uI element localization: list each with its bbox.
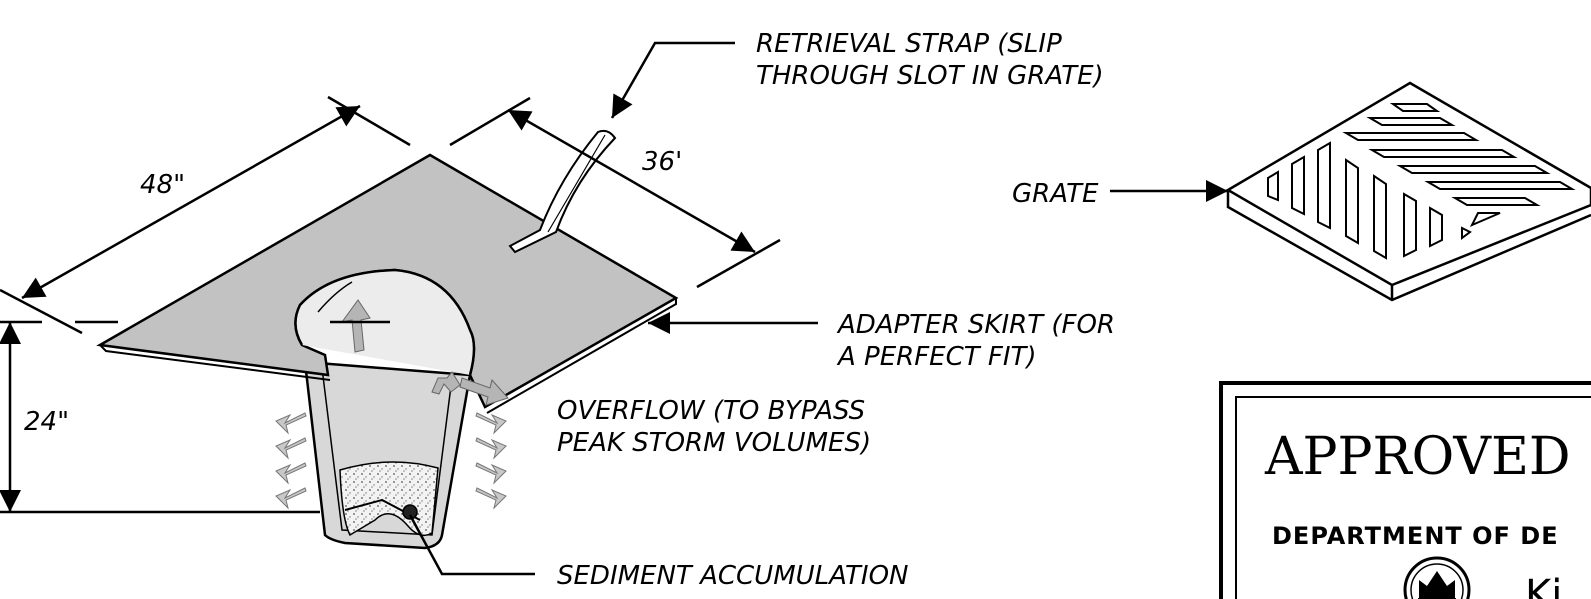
filter-bag-inner-wall	[321, 367, 453, 536]
filter-bag-body	[303, 360, 472, 550]
county-seal-icon	[1403, 556, 1471, 599]
skirt-label-line2: A PERFECT FIT)	[836, 342, 1037, 372]
dimension-length: 48"	[0, 95, 411, 335]
dimension-width-label: 36'	[642, 147, 682, 177]
dimension-width: 36'	[449, 96, 781, 289]
callout-overflow: OVERFLOW (TO BYPASS PEAK STORM VOLUMES)	[557, 396, 871, 458]
callout-adapter-skirt: ADAPTER SKIRT (FOR A PERFECT FIT)	[648, 310, 1115, 372]
grate-illustration	[1225, 81, 1591, 302]
dimension-depth-label: 24"	[24, 407, 69, 437]
approval-frame-outer	[1219, 381, 1591, 599]
seepage-arrows-left	[275, 412, 307, 510]
sediment-label: SEDIMENT ACCUMULATION	[557, 561, 909, 591]
grate-label: GRATE	[1012, 179, 1099, 209]
callout-retrieval-strap: RETRIEVAL STRAP (SLIP THROUGH SLOT IN GR…	[610, 29, 1104, 119]
strap-label-line1: RETRIEVAL STRAP (SLIP	[756, 29, 1062, 59]
seepage-arrows-right	[475, 412, 507, 510]
sediment-marker	[402, 504, 418, 520]
callout-sediment: SEDIMENT ACCUMULATION	[408, 514, 909, 591]
overflow-arrows	[431, 371, 509, 406]
overflow-label-line1: OVERFLOW (TO BYPASS	[557, 396, 865, 426]
grate-slots	[1267, 103, 1576, 260]
approval-block: APPROVED DEPARTMENT OF DE Ki	[1219, 381, 1591, 599]
strap-label-line2: THROUGH SLOT IN GRATE)	[756, 61, 1104, 91]
adapter-skirt-edge	[99, 298, 677, 414]
approval-department: DEPARTMENT OF DE	[1272, 522, 1559, 550]
approval-org-name: Ki	[1525, 572, 1562, 599]
grate-top	[1225, 81, 1591, 287]
approval-title: APPROVED	[1264, 427, 1571, 487]
inflow-arrow	[340, 299, 371, 353]
dimension-depth: 24"	[0, 320, 390, 514]
dimension-length-label: 48"	[140, 170, 185, 200]
overflow-label-line2: PEAK STORM VOLUMES)	[557, 428, 871, 458]
filter-bag-assembly	[96, 129, 679, 550]
approval-frame-inner	[1235, 396, 1591, 599]
skirt-label-line1: ADAPTER SKIRT (FOR	[836, 310, 1115, 340]
grate-side	[1226, 190, 1591, 302]
grate-callout: GRATE	[1012, 179, 1228, 209]
